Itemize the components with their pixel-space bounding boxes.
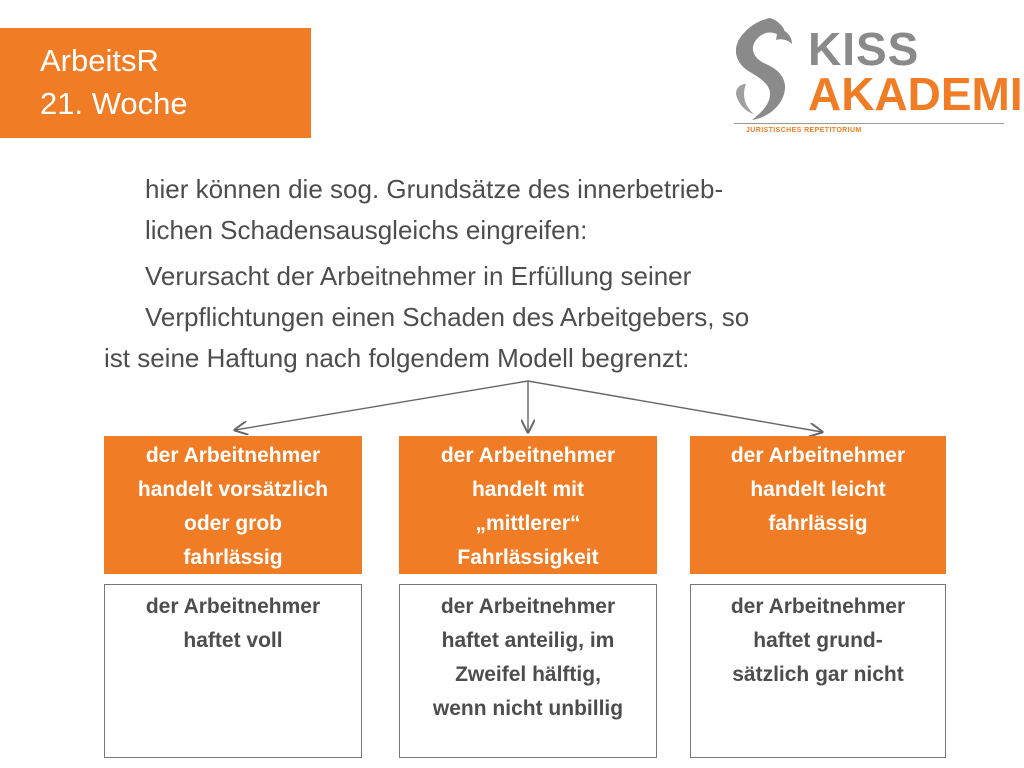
- liability-full: der Arbeitnehmer haftet voll: [104, 584, 362, 758]
- fault-level-gross-negligence: der Arbeitnehmer handelt vorsätzlich ode…: [104, 436, 362, 574]
- fault-level-medium-negligence: der Arbeitnehmer handelt mit „mittlerer“…: [399, 436, 657, 574]
- arrow-right: [527, 380, 822, 432]
- arrow-left: [235, 380, 529, 430]
- liability-label: der Arbeitnehmer haftet grund- sätzlich …: [730, 595, 906, 686]
- fault-level-slight-negligence: der Arbeitnehmer handelt leicht fahrläss…: [690, 436, 946, 574]
- logo-word-kiss: KISS: [808, 23, 920, 75]
- fault-level-label: der Arbeitnehmer handelt leicht fahrläss…: [730, 444, 906, 535]
- body-line-4: Verpflichtungen einen Schaden des Arbeit…: [145, 302, 750, 332]
- fault-level-label: der Arbeitnehmer handelt vorsätzlich ode…: [137, 444, 329, 569]
- liability-label: der Arbeitnehmer haftet anteilig, im Zwe…: [432, 595, 624, 720]
- title-line-1: ArbeitsR: [40, 43, 159, 78]
- logo-tagline: JURISTISCHES REPETITORIUM: [746, 127, 862, 134]
- body-line-3: Verursacht der Arbeitnehmer in Erfüllung…: [145, 261, 692, 291]
- body-line-2: lichen Schadensausgleichs eingreifen:: [145, 215, 588, 245]
- title-card: ArbeitsR 21. Woche: [0, 28, 311, 138]
- logo-word-akademie: AKADEMIE: [808, 68, 1024, 120]
- liability-label: der Arbeitnehmer haftet voll: [145, 595, 321, 652]
- kiss-akademie-logo-icon: [735, 18, 792, 120]
- body-line-5: ist seine Haftung nach folgendem Modell …: [104, 343, 690, 373]
- logo-divider: [734, 123, 1004, 124]
- title-line-2: 21. Woche: [40, 86, 188, 121]
- fault-level-label: der Arbeitnehmer handelt mit „mittlerer“…: [440, 444, 616, 569]
- liability-none: der Arbeitnehmer haftet grund- sätzlich …: [690, 584, 946, 758]
- body-line-1: hier können die sog. Grundsätze des inne…: [145, 174, 724, 204]
- liability-partial: der Arbeitnehmer haftet anteilig, im Zwe…: [399, 584, 657, 758]
